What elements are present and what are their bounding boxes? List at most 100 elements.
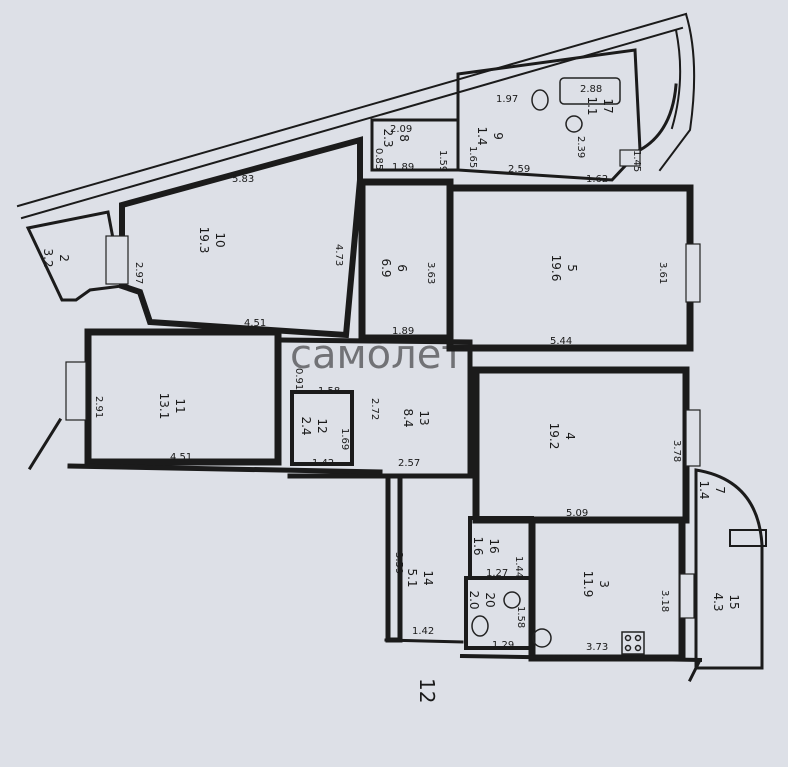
svg-text:2.4: 2.4 <box>299 416 313 435</box>
dimension-label: 1.45 <box>631 150 642 172</box>
room-label: 20 2.0 <box>467 590 497 609</box>
dimension-label: 3.59 <box>393 552 404 574</box>
svg-text:3.2: 3.2 <box>41 248 55 267</box>
svg-text:16: 16 <box>487 538 501 553</box>
dimension-label: 4.73 <box>333 244 344 266</box>
dimension-label: 5.09 <box>566 508 588 519</box>
svg-text:12: 12 <box>315 418 329 433</box>
dimension-label: 1.69 <box>339 428 350 450</box>
bathtub-icon <box>559 77 621 105</box>
dimension-label: 3.61 <box>657 262 668 284</box>
room-labels: 10 19.3 2 3.2 8 2.3 9 1.4 17 1.1 6 6.9 5… <box>41 96 741 611</box>
toilet-icon <box>471 615 489 637</box>
svg-text:5: 5 <box>565 264 579 272</box>
dimension-label: 0.85 <box>373 148 384 170</box>
svg-text:6: 6 <box>395 264 409 272</box>
room-label: 9 1.4 <box>475 126 505 145</box>
room-label: 2 3.2 <box>41 248 71 267</box>
dimension-label: 0.91 <box>293 368 304 390</box>
svg-text:11: 11 <box>173 398 187 413</box>
room-label: 16 1.6 <box>471 536 501 555</box>
dimension-label: 1.62 <box>586 174 608 185</box>
dimension-labels: 5.83 2.97 4.73 4.51 2.91 4.51 0.91 1.58 … <box>93 84 682 653</box>
dimension-label: 2.97 <box>133 262 144 284</box>
dimension-label: 4.51 <box>244 318 266 329</box>
dimension-label: 2.91 <box>93 396 104 418</box>
axis-label: 12 <box>415 678 439 703</box>
dimension-label: 1.42 <box>412 626 434 637</box>
dimension-label: 5.83 <box>232 174 254 185</box>
svg-text:9: 9 <box>491 132 505 140</box>
dimension-label: 1.58 <box>515 606 526 628</box>
svg-text:13: 13 <box>417 410 431 425</box>
dimension-label: 2.59 <box>508 164 530 175</box>
dimension-label: 2.09 <box>390 124 412 135</box>
room-label: 5 19.6 <box>549 255 579 282</box>
svg-text:8.4: 8.4 <box>401 408 415 427</box>
room-label: 7 1.4 <box>697 480 727 499</box>
dimension-label: 3.63 <box>425 262 436 284</box>
room-label: 6 6.9 <box>379 258 409 277</box>
room-label: 15 4.3 <box>711 592 741 611</box>
sink-icon <box>503 591 521 609</box>
stove-icon <box>621 631 645 655</box>
room-label: 13 8.4 <box>401 408 431 427</box>
svg-text:19.6: 19.6 <box>549 255 563 282</box>
dimension-label: 5.44 <box>550 336 572 347</box>
dimension-label: 1.29 <box>492 640 514 651</box>
svg-text:8: 8 <box>397 134 411 142</box>
dimension-label: 4.51 <box>170 452 192 463</box>
dimension-label: 1.59 <box>437 150 448 172</box>
svg-text:2: 2 <box>57 254 71 262</box>
dimension-label: 3.78 <box>671 440 682 462</box>
svg-text:15: 15 <box>727 594 741 609</box>
kitchen-sink-icon <box>532 628 552 648</box>
dimension-label: 1.42 <box>312 458 334 469</box>
dimension-label: 1.44 <box>513 556 524 578</box>
sink-icon <box>565 115 583 133</box>
svg-text:20: 20 <box>483 592 497 607</box>
room-label: 12 2.4 <box>299 416 329 435</box>
room-label: 4 19.2 <box>547 423 577 450</box>
dimension-label: 2.88 <box>580 84 602 95</box>
room-label: 14 5.1 <box>405 568 435 587</box>
svg-text:1.4: 1.4 <box>697 480 711 499</box>
dimension-label: 1.97 <box>496 94 518 105</box>
room-label: 8 2.3 <box>381 128 411 147</box>
svg-text:7: 7 <box>713 486 727 494</box>
svg-text:5.1: 5.1 <box>405 568 419 587</box>
windows <box>65 149 701 619</box>
dimension-label: 3.18 <box>659 590 670 612</box>
dimension-label: 1.89 <box>392 326 414 337</box>
dimension-label: 1.27 <box>486 568 508 579</box>
svg-text:17: 17 <box>601 98 615 113</box>
svg-text:1.6: 1.6 <box>471 536 485 555</box>
svg-text:10: 10 <box>213 232 227 247</box>
dimension-label: 2.72 <box>369 398 380 420</box>
dimension-label: 1.65 <box>467 146 478 168</box>
dimension-label: 1.58 <box>318 386 340 397</box>
svg-text:1.4: 1.4 <box>475 126 489 145</box>
walls <box>16 12 767 683</box>
room-label: 11 13.1 <box>157 393 187 420</box>
room-label: 17 1.1 <box>585 96 615 115</box>
svg-text:4: 4 <box>563 432 577 440</box>
plumbing-fixtures <box>471 77 645 655</box>
svg-text:14: 14 <box>421 570 435 585</box>
svg-text:2.0: 2.0 <box>467 590 481 609</box>
svg-text:13.1: 13.1 <box>157 393 171 420</box>
dimension-label: 2.39 <box>575 136 586 158</box>
svg-text:19.2: 19.2 <box>547 423 561 450</box>
svg-text:6.9: 6.9 <box>379 258 393 277</box>
room-label: 3 11.9 <box>581 571 611 598</box>
svg-text:1.1: 1.1 <box>585 96 599 115</box>
dimension-label: 2.57 <box>398 458 420 469</box>
dimension-label: 1.89 <box>392 162 414 173</box>
svg-text:19.3: 19.3 <box>197 227 211 254</box>
svg-text:4.3: 4.3 <box>711 592 725 611</box>
watermark-text: самолет <box>290 332 465 378</box>
room-label: 10 19.3 <box>197 227 227 254</box>
toilet-icon <box>531 89 549 111</box>
svg-text:2.3: 2.3 <box>381 128 395 147</box>
